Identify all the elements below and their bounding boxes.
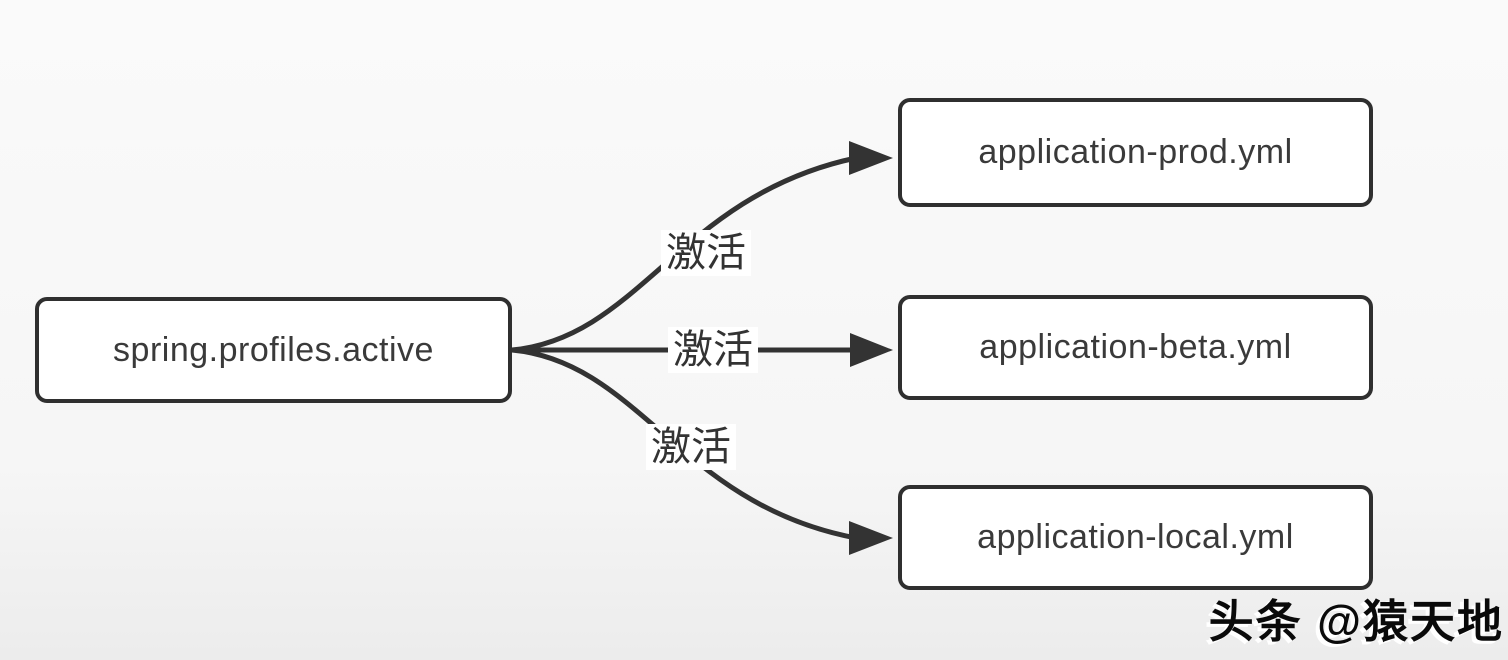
node-label: spring.profiles.active xyxy=(113,330,434,369)
node-spring-profiles-active: spring.profiles.active xyxy=(35,297,512,403)
node-label: application-prod.yml xyxy=(978,133,1293,171)
arrowhead-local-icon xyxy=(849,521,893,555)
arrowhead-prod-icon xyxy=(849,141,893,175)
node-application-prod-yml: application-prod.yml xyxy=(898,98,1373,207)
edge-label-activate-beta: 激活 xyxy=(668,327,758,373)
node-label: application-beta.yml xyxy=(979,328,1292,366)
node-application-beta-yml: application-beta.yml xyxy=(898,295,1373,400)
watermark: 头条 @猿天地 xyxy=(1208,596,1504,647)
edge-label-activate-prod: 激活 xyxy=(661,230,751,276)
node-application-local-yml: application-local.yml xyxy=(898,485,1373,590)
node-label: application-local.yml xyxy=(977,518,1294,556)
edge-label-activate-local: 激活 xyxy=(646,424,736,470)
arrowhead-beta-icon xyxy=(850,333,893,367)
